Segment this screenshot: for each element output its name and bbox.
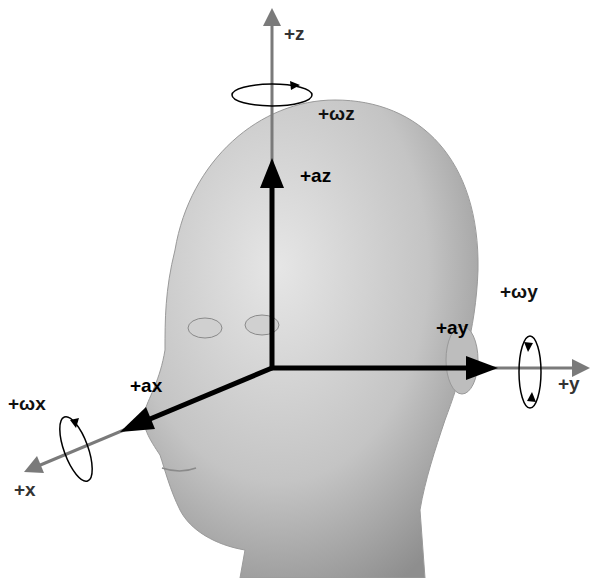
axis-label: +z — [284, 24, 305, 45]
acceleration-label: +ay — [436, 318, 468, 339]
acceleration-label: +az — [300, 166, 331, 187]
rotation-label: +ωz — [318, 104, 355, 125]
acceleration-label: +ax — [130, 376, 162, 397]
axis-label: +y — [558, 374, 580, 395]
rotation-label: +ωy — [500, 282, 538, 303]
rotation-label: +ωx — [8, 394, 46, 415]
axis-label: +x — [14, 480, 36, 501]
